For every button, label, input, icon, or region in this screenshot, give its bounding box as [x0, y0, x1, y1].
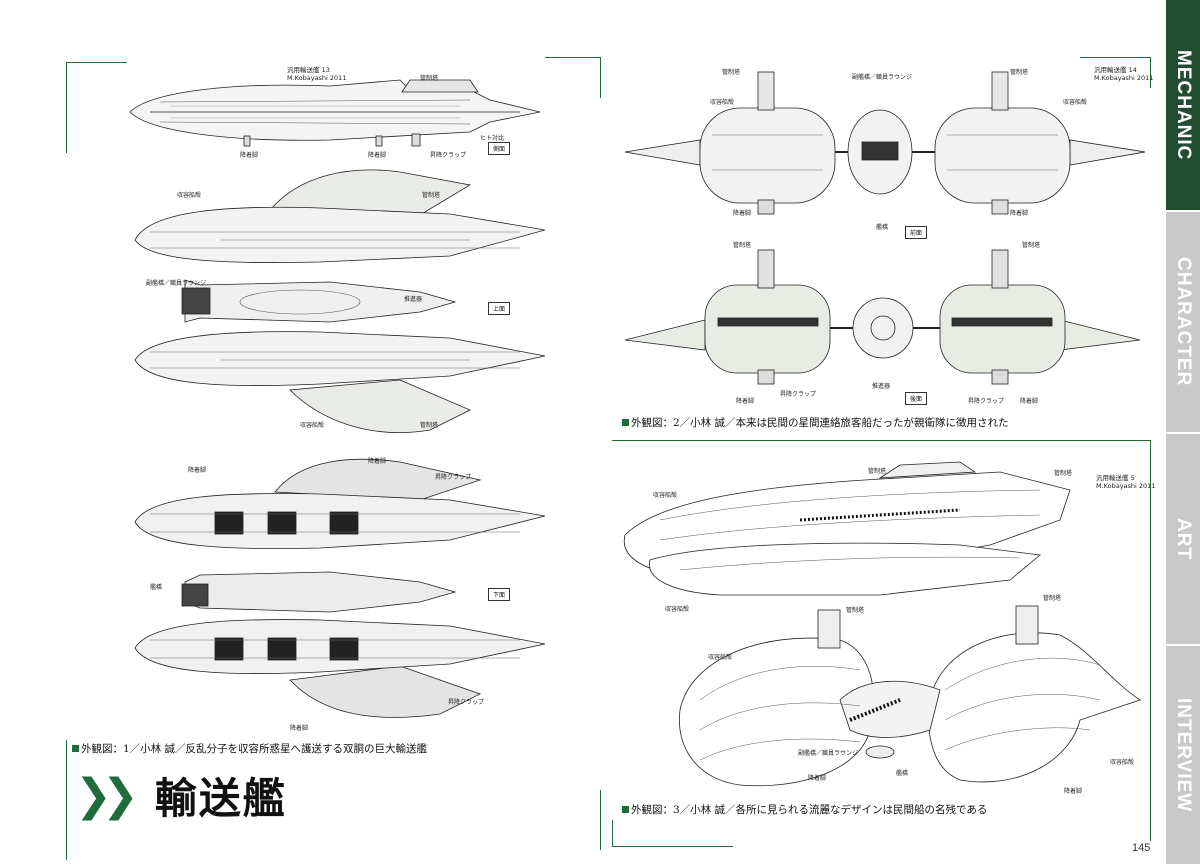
- tab-mechanic[interactable]: MECHANIC: [1166, 0, 1200, 210]
- tab-interview[interactable]: INTERVIEW: [1166, 646, 1200, 864]
- caption-marker-icon-3: [622, 806, 629, 813]
- plate1-label-human-compare: ヒト対比: [480, 135, 505, 142]
- plate2-label-cargo-left: 収容船殻: [710, 99, 735, 106]
- plate3-label-cargo2-b: 収容船殻: [1110, 759, 1135, 766]
- frame-right-divider: [612, 440, 1151, 841]
- plate1-label-lounge: 副艦橋／職員ラウンジ: [146, 280, 207, 287]
- plate2-label-landing-right: 降着脚: [1010, 210, 1029, 217]
- plate2-label-clamp-right: 昇降クラップ: [968, 398, 1005, 405]
- plate1-label-landing-leg-b2: 降着脚: [368, 458, 387, 465]
- plate3-label-cargo2: 収容船殻: [665, 606, 690, 613]
- plate1-label-cargo-bay-top: 収容船殻: [177, 192, 202, 199]
- plate1-label-bridge-b: 艦橋: [150, 584, 163, 591]
- section-title-text: 輸送艦: [154, 774, 287, 823]
- plate3-caption-text: 外観図：3／小林 誠／各所に見られる流麗なデザインは民間船の名残である: [631, 804, 988, 816]
- plate1-caption: 外観図：1／小林 誠／反乱分子を収容所惑星へ護送する双胴の巨大輸送艦: [72, 741, 427, 756]
- plate3-label-landing-leg-2: 降着脚: [1064, 788, 1083, 795]
- plate2-label-bridge-right-rear: 管制塔: [1022, 242, 1041, 249]
- plate2-credit-line2: M.Kobayashi 2011: [1094, 74, 1154, 82]
- plate1-view-top-tag: 上面: [488, 302, 511, 315]
- plate1-label-elevator-clamp: 昇降クラップ: [430, 152, 467, 159]
- plate2-label-clamp-left: 昇降クラップ: [780, 391, 817, 398]
- plate2-label-cargo-right: 収容船殻: [1063, 99, 1088, 106]
- frame-right-top: [1080, 57, 1151, 88]
- plate1-label-landing-leg-b1: 降着脚: [188, 467, 207, 474]
- frame-center-top: [545, 57, 601, 98]
- plate1-label-landing-leg: 降着脚: [240, 152, 259, 159]
- plate3-label-bridge-center: 艦橋: [896, 770, 909, 777]
- plate3-credit: 汎用輸送艦 5 M.Kobayashi 2011: [1096, 474, 1155, 490]
- plate1-label-bridge: 管制塔: [420, 75, 439, 82]
- plate2-label-landing-left-rear: 降着脚: [736, 398, 755, 405]
- double-chevron-icon: ❯❯: [75, 769, 139, 821]
- plate2-label-thruster: 推進器: [872, 383, 891, 390]
- plate1-credit-line1: 汎用輸送艦 13: [287, 66, 330, 74]
- frame-right-bottom: [612, 820, 733, 847]
- frame-left-bottom: [66, 740, 127, 860]
- plate1-label-cargo-bay-bottom: 収容船殻: [300, 422, 325, 429]
- tab-art-label: ART: [1173, 517, 1194, 561]
- tab-mechanic-label: MECHANIC: [1173, 49, 1194, 161]
- plate2-label-bridge-left: 管制塔: [722, 69, 741, 76]
- tab-character[interactable]: CHARACTER: [1166, 212, 1200, 432]
- plate2-credit-line1: 汎用輸送艦 14: [1094, 66, 1137, 74]
- plate1-view-bottom-tag: 下面: [488, 588, 511, 601]
- plate3-label-bridge1-b: 管制塔: [846, 607, 865, 614]
- section-title: ❯❯ 輸送艦: [75, 765, 287, 826]
- plate1-view-side-tag: 側面: [488, 142, 511, 155]
- plate3-label-bridge2-b: 管制塔: [1043, 595, 1062, 602]
- plate2-caption-text: 外観図：2／小林 誠／本来は民間の星間連絡旅客船だったが親衛隊に徴用された: [631, 417, 1009, 429]
- plate1-label-landing-leg-b: 降着脚: [368, 152, 387, 159]
- plate2-label-lounge: 副艦橋／職員ラウンジ: [852, 74, 913, 81]
- plate1-label-bridge-bottom: 管制塔: [420, 422, 439, 429]
- tab-character-label: CHARACTER: [1173, 257, 1194, 387]
- frame-left-top: [66, 62, 127, 153]
- caption-marker-icon-2: [622, 419, 629, 426]
- plate1-credit: 汎用輸送艦 13 M.Kobayashi 2011: [287, 66, 346, 82]
- plate2-label-bridge-center: 艦橋: [876, 224, 889, 231]
- plate2-credit: 汎用輸送艦 14 M.Kobayashi 2011: [1094, 66, 1153, 82]
- plate2-label-bridge-right: 管制塔: [1010, 69, 1029, 76]
- plate3-label-bridge1: 管制塔: [868, 468, 887, 475]
- tab-interview-label: INTERVIEW: [1173, 697, 1194, 813]
- plate3-credit-line2: M.Kobayashi 2011: [1096, 482, 1156, 490]
- plate1-caption-text: 外観図：1／小林 誠／反乱分子を収容所惑星へ護送する双胴の巨大輸送艦: [81, 743, 428, 755]
- plate3-label-lounge: 副艦橋／職員ラウンジ: [798, 750, 859, 757]
- frame-center-bottom: [560, 790, 601, 850]
- tab-art[interactable]: ART: [1166, 434, 1200, 644]
- plate2-view-front-tag: 前面: [905, 226, 928, 239]
- page-number: 145: [1132, 842, 1151, 854]
- plate3-label-cargo1: 収容船殻: [653, 492, 678, 499]
- plate1-label-bridge-top: 管制塔: [422, 192, 441, 199]
- caption-marker-icon: [72, 745, 79, 752]
- plate1-label-clamp-b1: 昇降クラップ: [435, 474, 472, 481]
- plate3-label-bridge2: 管制塔: [1054, 470, 1073, 477]
- plate1-label-landing-leg-b3: 降着脚: [290, 725, 309, 732]
- plate3-caption: 外観図：3／小林 誠／各所に見られる流麗なデザインは民間船の名残である: [622, 802, 987, 817]
- plate3-label-landing-leg: 降着脚: [808, 775, 827, 782]
- plate2-label-landing-left: 降着脚: [733, 210, 752, 217]
- plate3-label-cargo1-b: 収容船殻: [708, 654, 733, 661]
- plate1-label-clamp-b2: 昇降クラップ: [448, 699, 485, 706]
- plate3-credit-line1: 汎用輸送艦 5: [1096, 474, 1135, 482]
- plate2-caption: 外観図：2／小林 誠／本来は民間の星間連絡旅客船だったが親衛隊に徴用された: [622, 415, 1009, 430]
- plate2-label-landing-right-rear: 降着脚: [1020, 398, 1039, 405]
- plate1-label-thruster: 推進器: [404, 296, 423, 303]
- plate1-credit-line2: M.Kobayashi 2011: [287, 74, 347, 82]
- plate2-view-rear-tag: 後面: [905, 392, 928, 405]
- plate2-label-bridge-left-rear: 管制塔: [733, 242, 752, 249]
